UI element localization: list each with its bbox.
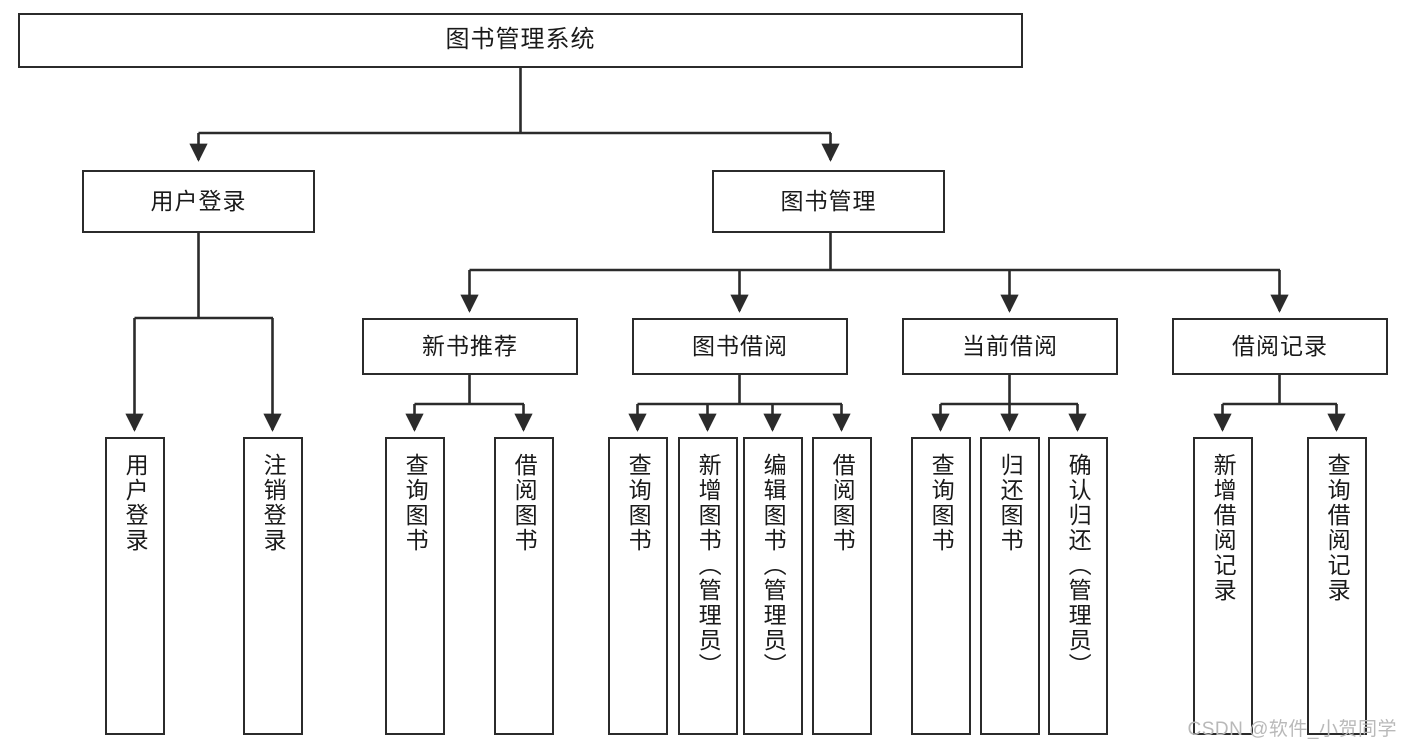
node-label: 借阅图书 [511,453,538,553]
node-leaf-add-record[interactable]: 新增借阅记录 [1193,437,1253,735]
node-book-borrow[interactable]: 图书借阅 [632,318,848,375]
node-root-system[interactable]: 图书管理系统 [18,13,1023,68]
node-leaf-borrow-book-1[interactable]: 借阅图书 [494,437,554,735]
watermark: CSDN @软件_小贺同学 [1187,719,1397,740]
node-new-book-rec[interactable]: 新书推荐 [362,318,578,375]
node-label: 注销登录 [260,453,287,553]
node-label: 归还图书 [997,453,1024,553]
node-label: 图书管理系统 [445,26,596,54]
node-leaf-confirm-return[interactable]: 确认归还（管理员） [1048,437,1108,735]
node-leaf-query-book-3[interactable]: 查询图书 [911,437,971,735]
node-leaf-add-book[interactable]: 新增图书（管理员） [678,437,738,735]
node-label: 借阅图书 [829,453,856,553]
node-label: 确认归还（管理员） [1065,453,1092,678]
node-label: 编辑图书（管理员） [760,453,787,678]
node-label: 当前借阅 [962,332,1058,359]
node-leaf-query-record[interactable]: 查询借阅记录 [1307,437,1367,735]
node-leaf-return-book[interactable]: 归还图书 [980,437,1040,735]
node-label: 用户登录 [150,187,247,214]
node-leaf-user-logout[interactable]: 注销登录 [243,437,303,735]
node-label: 查询图书 [928,453,955,553]
node-label: 新书推荐 [422,332,518,359]
node-leaf-query-book-2[interactable]: 查询图书 [608,437,668,735]
node-label: 查询图书 [402,453,429,553]
node-label: 新增借阅记录 [1210,453,1237,603]
node-label: 查询借阅记录 [1324,453,1351,603]
node-book-manage[interactable]: 图书管理 [712,170,945,233]
node-user-login[interactable]: 用户登录 [82,170,315,233]
node-label: 新增图书（管理员） [695,453,722,678]
node-current-borrow[interactable]: 当前借阅 [902,318,1118,375]
node-leaf-user-login[interactable]: 用户登录 [105,437,165,735]
node-leaf-query-book-1[interactable]: 查询图书 [385,437,445,735]
node-borrow-record[interactable]: 借阅记录 [1172,318,1388,375]
node-label: 图书管理 [780,187,877,214]
node-leaf-borrow-book-2[interactable]: 借阅图书 [812,437,872,735]
node-label: 用户登录 [122,453,149,553]
node-label: 图书借阅 [692,332,788,359]
node-leaf-edit-book[interactable]: 编辑图书（管理员） [743,437,803,735]
node-label: 查询图书 [625,453,652,553]
node-label: 借阅记录 [1232,332,1328,359]
